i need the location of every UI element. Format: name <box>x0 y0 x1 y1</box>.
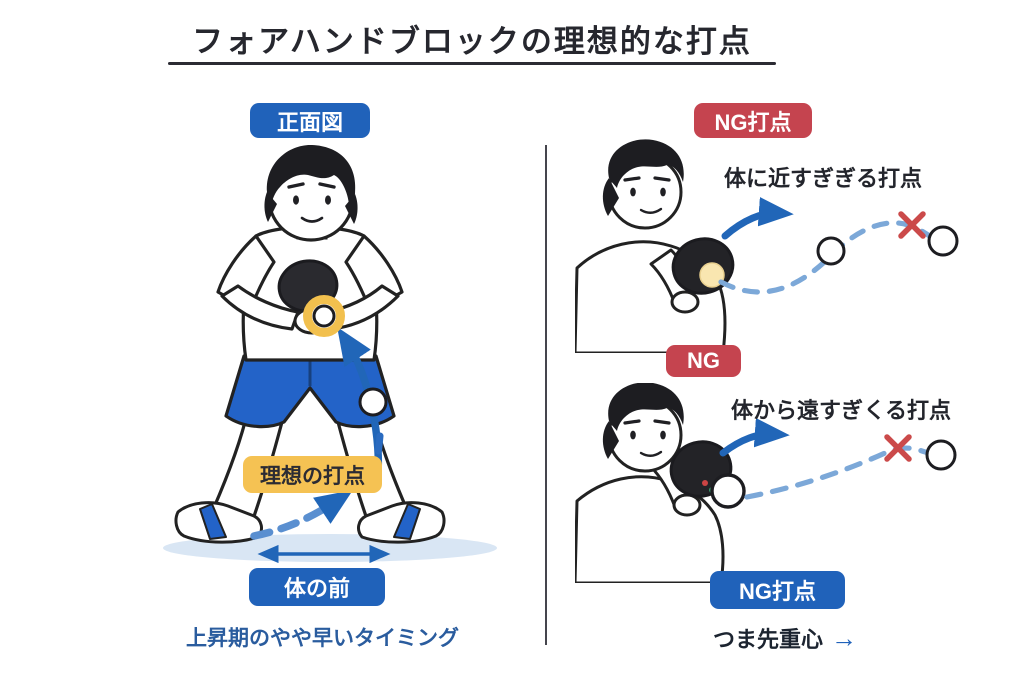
toe-weight-caption: つま先重心 → <box>655 622 915 654</box>
toe-weight-label: つま先重心 <box>712 627 823 652</box>
incoming-trajectory-dashed <box>250 490 353 540</box>
shoes <box>174 501 446 544</box>
ball-icon <box>927 225 959 257</box>
too-far-caption: 体から遠すぎくる打点 <box>731 398 952 423</box>
front-view-figure <box>163 144 497 564</box>
face-features <box>287 182 336 223</box>
hair <box>602 383 684 459</box>
toe-weight-arrow-icon: → <box>831 623 857 653</box>
hair <box>264 144 358 224</box>
ng-cross-icon <box>898 211 926 239</box>
page-title: フォアハンドブロックの理想的な打点 <box>192 24 752 59</box>
ng-too-far-figure <box>575 383 957 583</box>
contact-ball-icon <box>710 473 746 509</box>
hair <box>602 139 684 216</box>
ball-icon <box>816 236 846 266</box>
ng-too-close-figure <box>575 139 959 353</box>
timing-caption: 上昇期のやや早いタイミング <box>186 627 459 650</box>
ng-cross-icon <box>884 434 912 462</box>
hand <box>670 290 700 314</box>
face-features <box>623 176 671 214</box>
ideal-contact-ball-icon <box>312 304 336 328</box>
paddle-mark-red <box>702 480 708 486</box>
title-underline <box>168 62 776 65</box>
t-shirt <box>216 225 404 362</box>
front-view-badge: 正面図 <box>250 103 370 138</box>
hand <box>672 493 702 517</box>
swing-arrow-icon <box>719 418 790 457</box>
ball-icon <box>925 439 957 471</box>
ng-point-badge-top: NG打点 <box>694 103 812 138</box>
ball-trajectory-dashed <box>718 220 938 295</box>
body-front-badge: 体の前 <box>249 568 385 606</box>
ng-point-badge-bottom: NG打点 <box>710 571 845 609</box>
face-features <box>623 419 671 457</box>
ball-trajectory-dashed <box>744 445 940 500</box>
ideal-point-badge: 理想の打点 <box>243 456 382 493</box>
ng-badge: NG <box>666 345 741 377</box>
too-close-caption: 体に近すぎぎる打点 <box>724 166 923 191</box>
contact-ball-icon <box>699 262 725 288</box>
panel-divider <box>545 145 547 645</box>
swing-arrow-icon <box>721 197 794 240</box>
ball-icon <box>358 387 388 417</box>
shorts <box>224 354 396 429</box>
